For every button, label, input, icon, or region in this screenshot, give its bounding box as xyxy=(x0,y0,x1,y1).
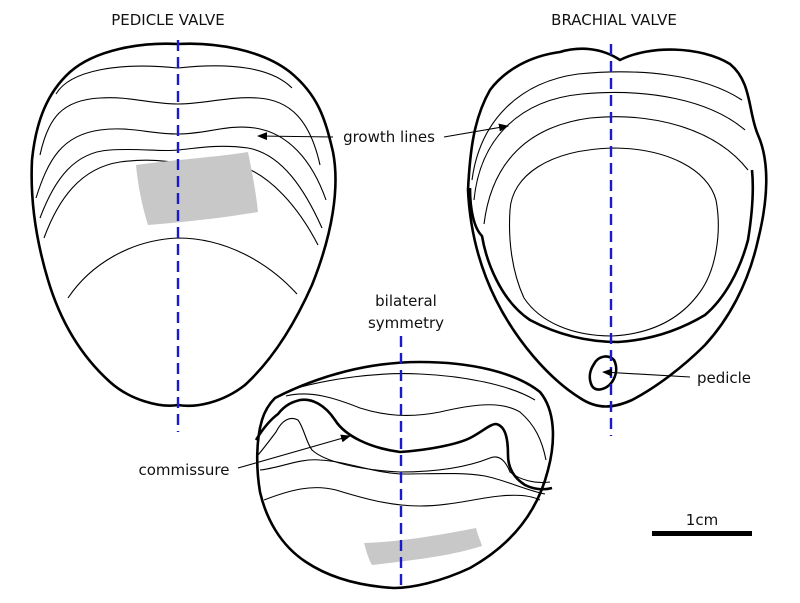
pedicle-valve xyxy=(30,42,337,408)
pedicle-opening xyxy=(588,355,618,391)
growth-line xyxy=(473,91,746,201)
leader-arrows xyxy=(237,123,691,469)
scale-label: 1cm xyxy=(686,511,718,529)
commissure-line xyxy=(254,398,553,491)
gray-patch xyxy=(364,528,482,565)
scale-bar-line xyxy=(652,531,752,536)
anterior-view xyxy=(254,360,555,590)
growth-lines-arrow-left xyxy=(257,132,334,141)
growth-line xyxy=(257,417,551,484)
growth-line xyxy=(263,487,541,507)
growth-line xyxy=(285,393,547,461)
pedicle-valve-outline xyxy=(30,42,337,408)
growth-lines-label: growth lines xyxy=(343,128,435,146)
scale-bar: 1cm xyxy=(652,511,752,536)
brachial-valve xyxy=(466,47,768,408)
growth-line xyxy=(483,116,749,225)
commissure-arrow xyxy=(237,434,351,469)
growth-line xyxy=(39,97,321,166)
pedicle-label: pedicle xyxy=(697,369,751,387)
pedicle-arrow xyxy=(602,368,691,378)
inner-shell-rim xyxy=(468,169,755,344)
commissure-label: commissure xyxy=(138,461,229,479)
pedicle-valve-title: PEDICLE VALVE xyxy=(111,11,225,29)
growth-line xyxy=(289,373,536,401)
anterior-view-outline xyxy=(255,360,555,590)
growth-lines-arrow-right xyxy=(443,123,509,138)
growth-line xyxy=(471,71,743,181)
brachial-valve-title: BRACHIAL VALVE xyxy=(551,11,677,29)
bilateral-label: bilateral xyxy=(375,292,437,310)
gray-patch xyxy=(136,152,258,225)
symmetry-label: symmetry xyxy=(368,314,444,332)
brachial-valve-outline xyxy=(466,47,768,408)
